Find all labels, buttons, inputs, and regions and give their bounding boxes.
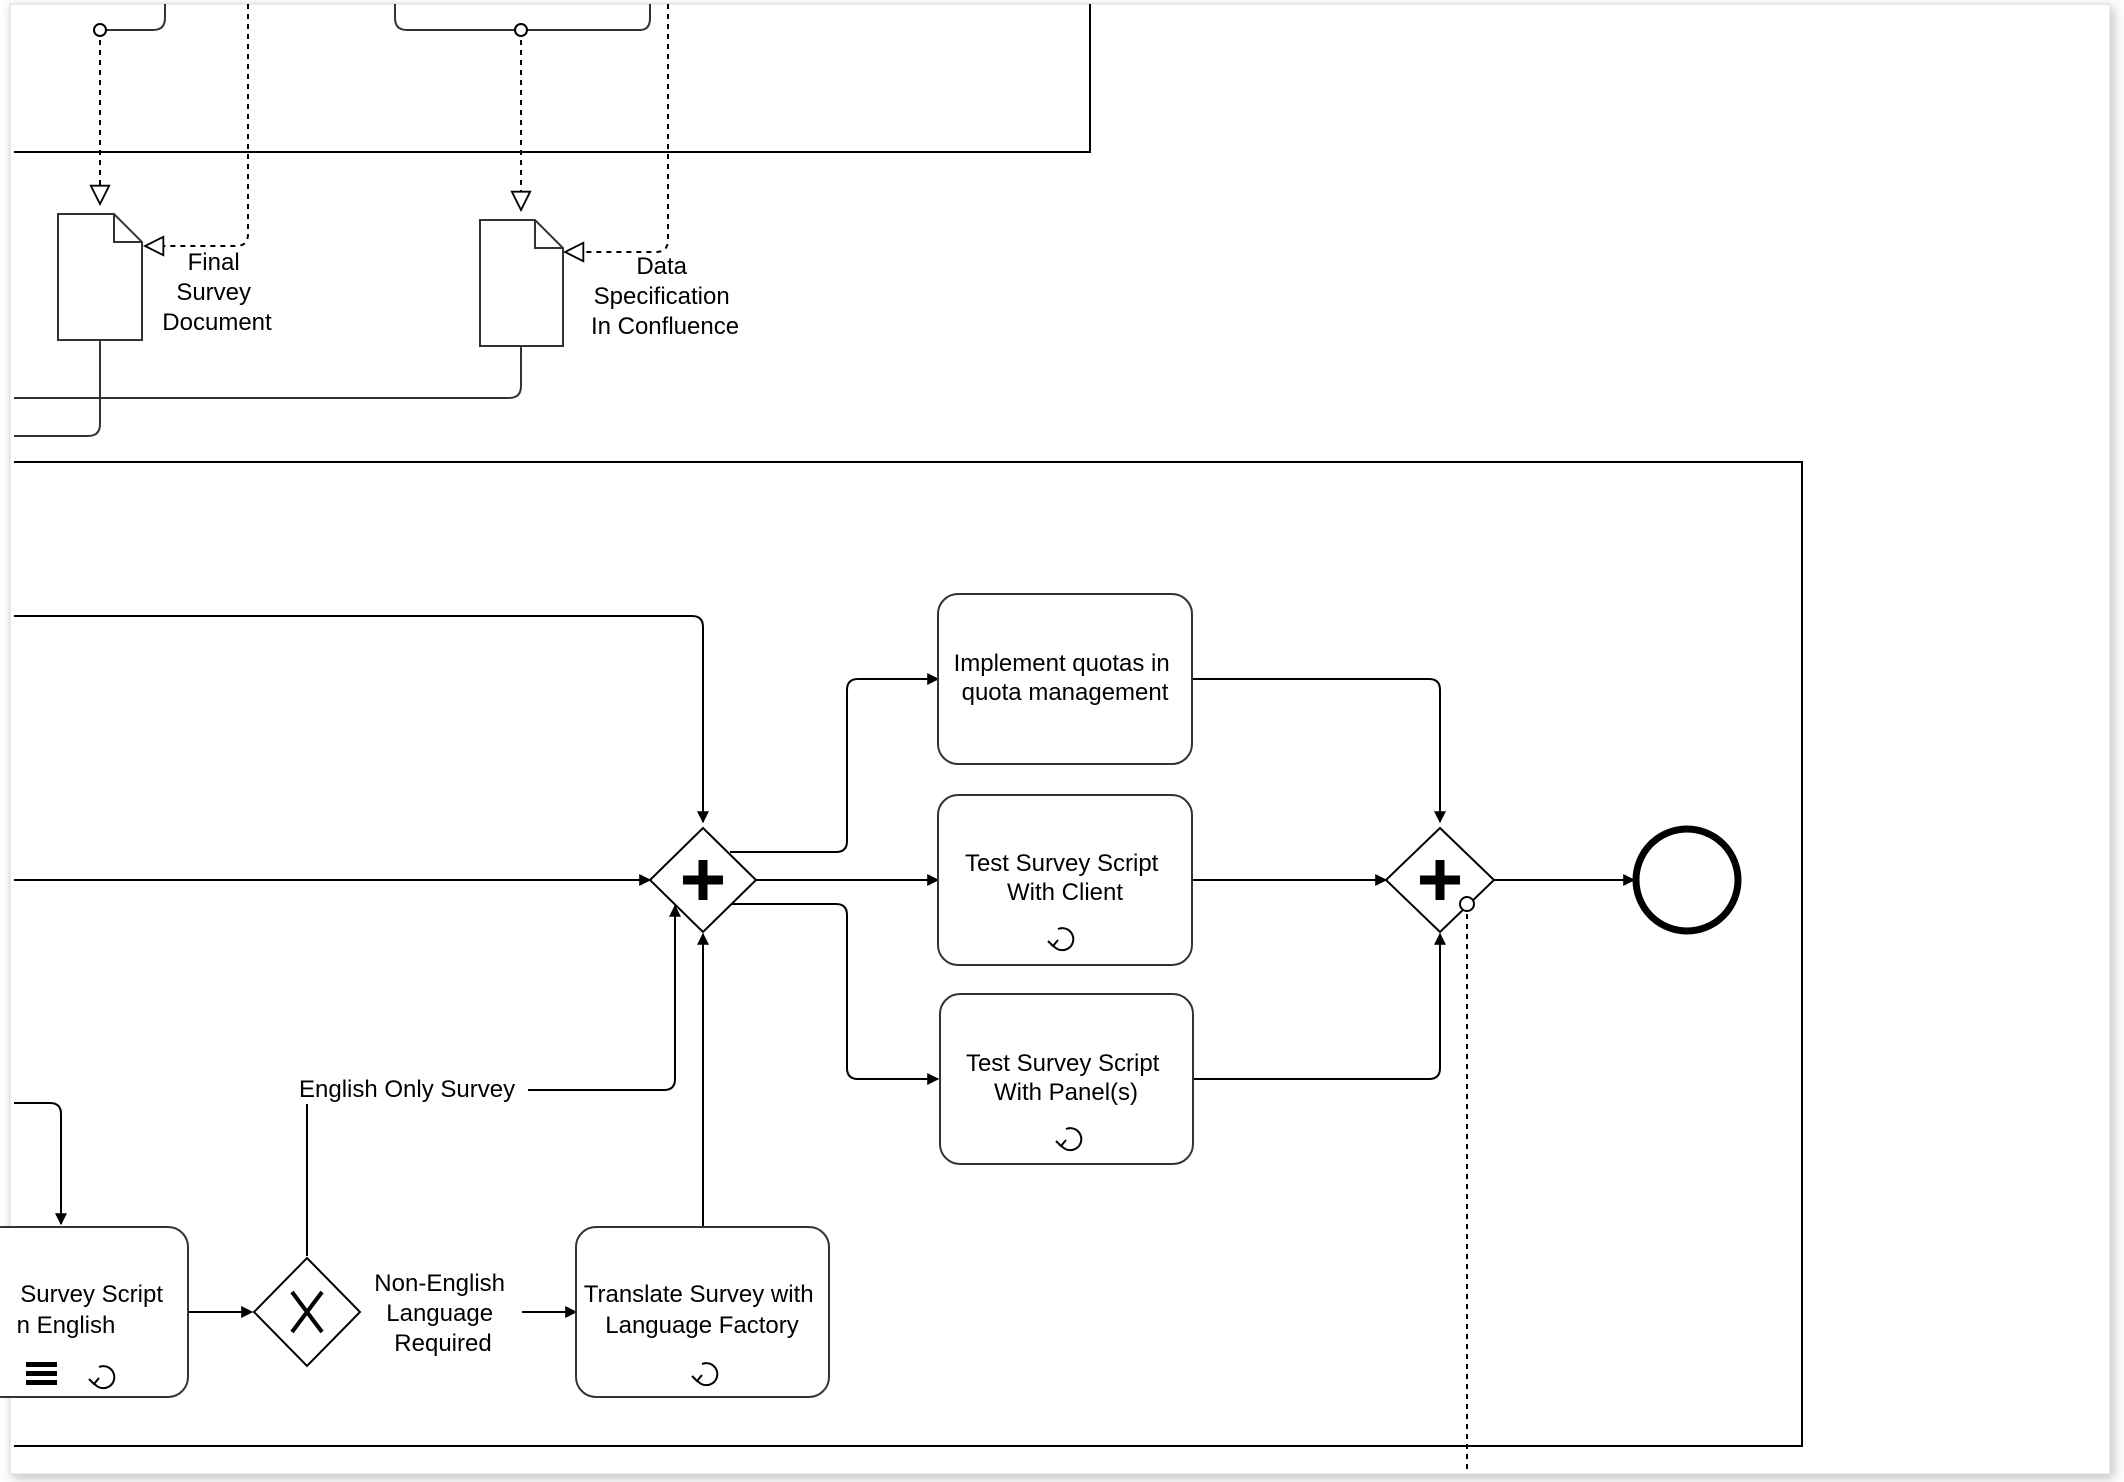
- task-test-with-client[interactable]: Test Survey Script With Client: [937, 794, 1193, 966]
- association-origin-left: [93, 23, 107, 37]
- flow-split-to-panel: [730, 903, 940, 1085]
- svg-text:Test Survey Script With: Test Survey Script With Panel(s): [966, 1050, 1166, 1106]
- task-program-label-1: Survey Script: [20, 1281, 163, 1308]
- task-test-with-panel[interactable]: Test Survey Script With Panel(s): [939, 993, 1194, 1165]
- plus-icon: [1420, 860, 1460, 900]
- task-implement-quotas[interactable]: Implement quotas in quota management: [937, 593, 1193, 765]
- task-program-label-2: n English: [17, 1312, 116, 1339]
- loop-marker-icon: [88, 1365, 116, 1390]
- english-only-label: English Only Survey: [299, 1076, 515, 1103]
- non-english-label-3: Required: [394, 1330, 491, 1357]
- flow-english-only-b: [525, 904, 681, 1091]
- flow-panel-to-join: [1193, 932, 1446, 1080]
- non-english-label-2: Language: [386, 1300, 493, 1327]
- svg-text:Final Survey Docum: Final Survey Document: [162, 249, 272, 336]
- data-spec-label-1: Data: [636, 253, 687, 280]
- svg-text:Implement quotas in quot: Implement quotas in quota management: [954, 650, 1177, 706]
- sequential-multi-instance-icon: [26, 1362, 57, 1385]
- svg-text:Survey Script n English: Survey Script n English: [17, 1281, 170, 1339]
- english-only-label-bg: [296, 1070, 528, 1104]
- data-spec-label-2: Specification: [594, 283, 730, 310]
- task-implement-quotas-label-1: Implement quotas in: [954, 650, 1170, 677]
- non-english-label-bg: [362, 1272, 522, 1358]
- svg-text:Translate Survey with La: Translate Survey with Language Factory: [584, 1281, 821, 1339]
- data-spec-label-3: In Confluence: [591, 313, 739, 340]
- task-implement-quotas-label-2: quota management: [962, 679, 1169, 706]
- top-pool-border: [14, 4, 1091, 153]
- flow-into-program-task: [14, 1102, 67, 1226]
- loop-marker-icon: [1055, 1127, 1083, 1152]
- non-english-label: Non-English Language Required: [374, 1270, 511, 1357]
- final-survey-label-1: Final: [188, 249, 240, 276]
- exclusive-gateway[interactable]: [252, 1256, 362, 1368]
- association-origin-gateway: [1459, 896, 1475, 912]
- final-survey-label-3: Document: [162, 309, 272, 336]
- task-program-survey-english[interactable]: Survey Script n English: [0, 1226, 189, 1398]
- plus-icon: [683, 860, 723, 900]
- connector-data-spec-out: [14, 346, 522, 399]
- svg-text:Data Specification: Data Specification In Confluence: [591, 253, 739, 340]
- connector-final-survey-out: [14, 340, 101, 437]
- top-task-left-edge: [100, 4, 166, 31]
- task-translate-label-1: Translate Survey with: [584, 1281, 814, 1308]
- svg-text:Test Survey Script With: Test Survey Script With Client: [965, 850, 1165, 906]
- task-translate-label-2: Language Factory: [605, 1312, 798, 1339]
- non-english-label-1: Non-English: [374, 1270, 505, 1297]
- task-test-client-label-1: Test Survey Script: [965, 850, 1159, 877]
- task-test-client-label-2: With Client: [1007, 879, 1123, 906]
- end-event[interactable]: [1632, 825, 1742, 935]
- final-survey-label-2: Survey: [176, 279, 251, 306]
- data-object-data-specification[interactable]: Data Specification In Confluence: [479, 219, 739, 347]
- parallel-gateway-split[interactable]: [648, 826, 758, 934]
- flow-quotas-to-join: [1192, 678, 1446, 824]
- association-final-survey-side: [145, 4, 249, 246]
- loop-marker-icon: [1047, 927, 1075, 952]
- bottom-pool-border: [14, 461, 1803, 1447]
- task-test-panel-label-2: With Panel(s): [994, 1079, 1138, 1106]
- task-test-panel-label-1: Test Survey Script: [966, 1050, 1160, 1077]
- x-icon: [290, 1290, 324, 1334]
- data-associations: [100, 4, 1468, 1474]
- flow-top-to-split: [14, 615, 709, 824]
- loop-marker-icon: [691, 1362, 719, 1387]
- flow-split-to-quotas: [730, 673, 940, 853]
- data-object-final-survey[interactable]: Final Survey Document: [57, 213, 272, 341]
- task-translate-survey[interactable]: Translate Survey with Language Factory: [575, 1226, 830, 1398]
- association-origin-right: [514, 23, 528, 37]
